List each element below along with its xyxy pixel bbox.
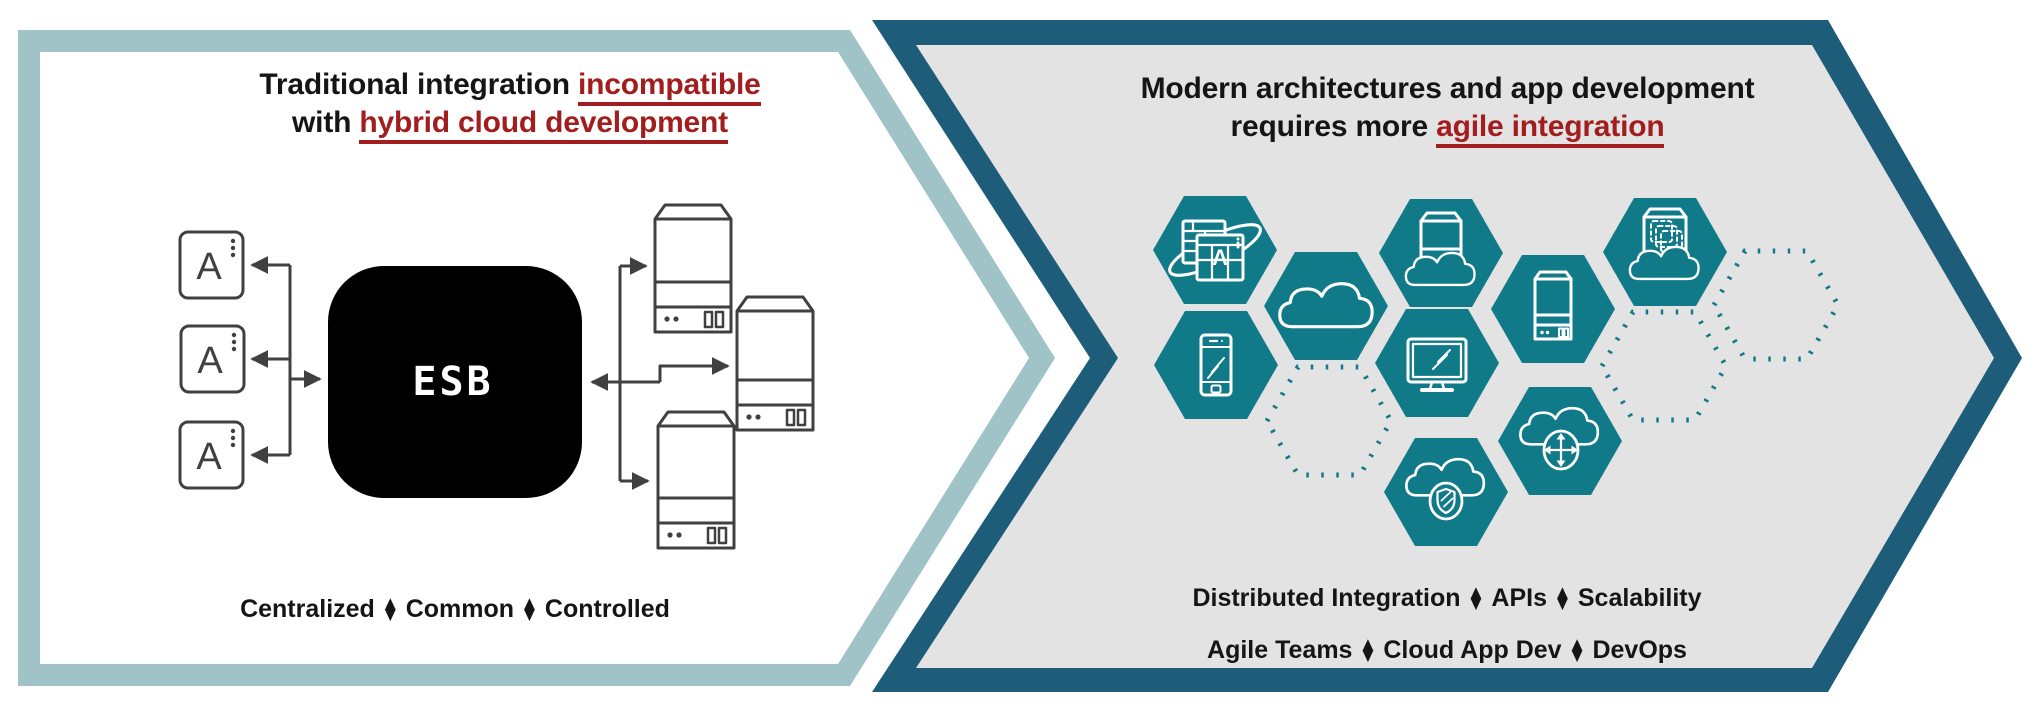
caption-item: Agile Teams xyxy=(1207,636,1353,664)
hexagon-cloud-arrows-icon xyxy=(1498,387,1622,495)
diamond-separator: ⧫ xyxy=(1362,638,1374,663)
right-title-plain-2: requires more xyxy=(1230,110,1429,143)
app-box-label: A xyxy=(196,246,222,288)
app-box-label: A xyxy=(197,340,223,382)
server-icon-middle xyxy=(735,295,815,432)
hexagon-cloud-icon xyxy=(1264,252,1388,360)
right-panel-title: Modern architectures and app development… xyxy=(1065,70,1830,148)
diamond-separator: ⧫ xyxy=(384,597,396,622)
caption-item: Controlled xyxy=(544,595,670,623)
esb-box: ESB xyxy=(328,266,582,498)
app-box-1: A xyxy=(178,230,245,300)
caption-item: DevOps xyxy=(1592,636,1687,664)
esb-diagram: A A A ESB xyxy=(178,203,815,550)
hexagon-mobile-icon xyxy=(1154,311,1278,419)
hexagon-containerized-app-icon: A xyxy=(1153,196,1277,304)
caption-item: Common xyxy=(405,595,515,623)
app-box-2: A xyxy=(179,324,246,394)
arrow-to-server-mid xyxy=(658,357,730,382)
left-title-accent-incompatible: incompatible xyxy=(577,68,761,106)
hexagon-placeholder-dotted xyxy=(1599,309,1729,423)
server-icon-top xyxy=(653,203,733,334)
caption-item: APIs xyxy=(1491,584,1547,612)
left-title-plain-2: with xyxy=(292,106,352,139)
app-box-label: A xyxy=(196,436,222,478)
right-title-accent-agile-integration: agile integration xyxy=(1436,110,1665,148)
caption-item: Cloud App Dev xyxy=(1383,636,1562,664)
right-panel-caption-2: Agile Teams ⧫ Cloud App Dev ⧫ DevOps xyxy=(1075,635,1819,667)
right-title-plain-1: Modern architectures and app development xyxy=(1140,72,1755,105)
hexagon-containers-cloud-icon xyxy=(1603,198,1727,306)
esb-label: ESB xyxy=(412,359,493,405)
left-panel-title: Traditional integration incompatible wit… xyxy=(125,66,895,144)
hexagon-placeholder-dotted xyxy=(1264,364,1394,478)
hexagon-honeycomb: A xyxy=(1153,196,1841,546)
left-panel-caption: Centralized ⧫ Common ⧫ Controlled xyxy=(130,594,780,626)
diamond-separator: ⧫ xyxy=(1556,586,1568,611)
hexagon-server-cloud-icon xyxy=(1379,199,1503,307)
right-panel-caption-1: Distributed Integration ⧫ APIs ⧫ Scalability xyxy=(1075,583,1819,615)
diamond-separator: ⧫ xyxy=(524,597,535,622)
hexagon-cloud-shield-icon xyxy=(1384,438,1508,546)
caption-item: Centralized xyxy=(240,595,375,623)
app-box-3: A xyxy=(178,420,245,490)
left-title-plain-1: Traditional integration xyxy=(259,68,570,101)
diamond-separator: ⧫ xyxy=(1470,586,1482,611)
hexagon-server-icon xyxy=(1491,255,1615,363)
caption-item: Distributed Integration xyxy=(1192,584,1461,612)
diamond-separator: ⧫ xyxy=(1571,638,1583,663)
svg-text:A: A xyxy=(1212,245,1228,270)
hexagon-monitor-icon xyxy=(1375,309,1499,417)
left-title-accent-hybrid-cloud: hybrid cloud development xyxy=(359,106,728,144)
server-icon-bottom xyxy=(656,410,736,550)
caption-item: Scalability xyxy=(1577,584,1702,612)
hexagon-placeholder-dotted xyxy=(1711,248,1841,362)
